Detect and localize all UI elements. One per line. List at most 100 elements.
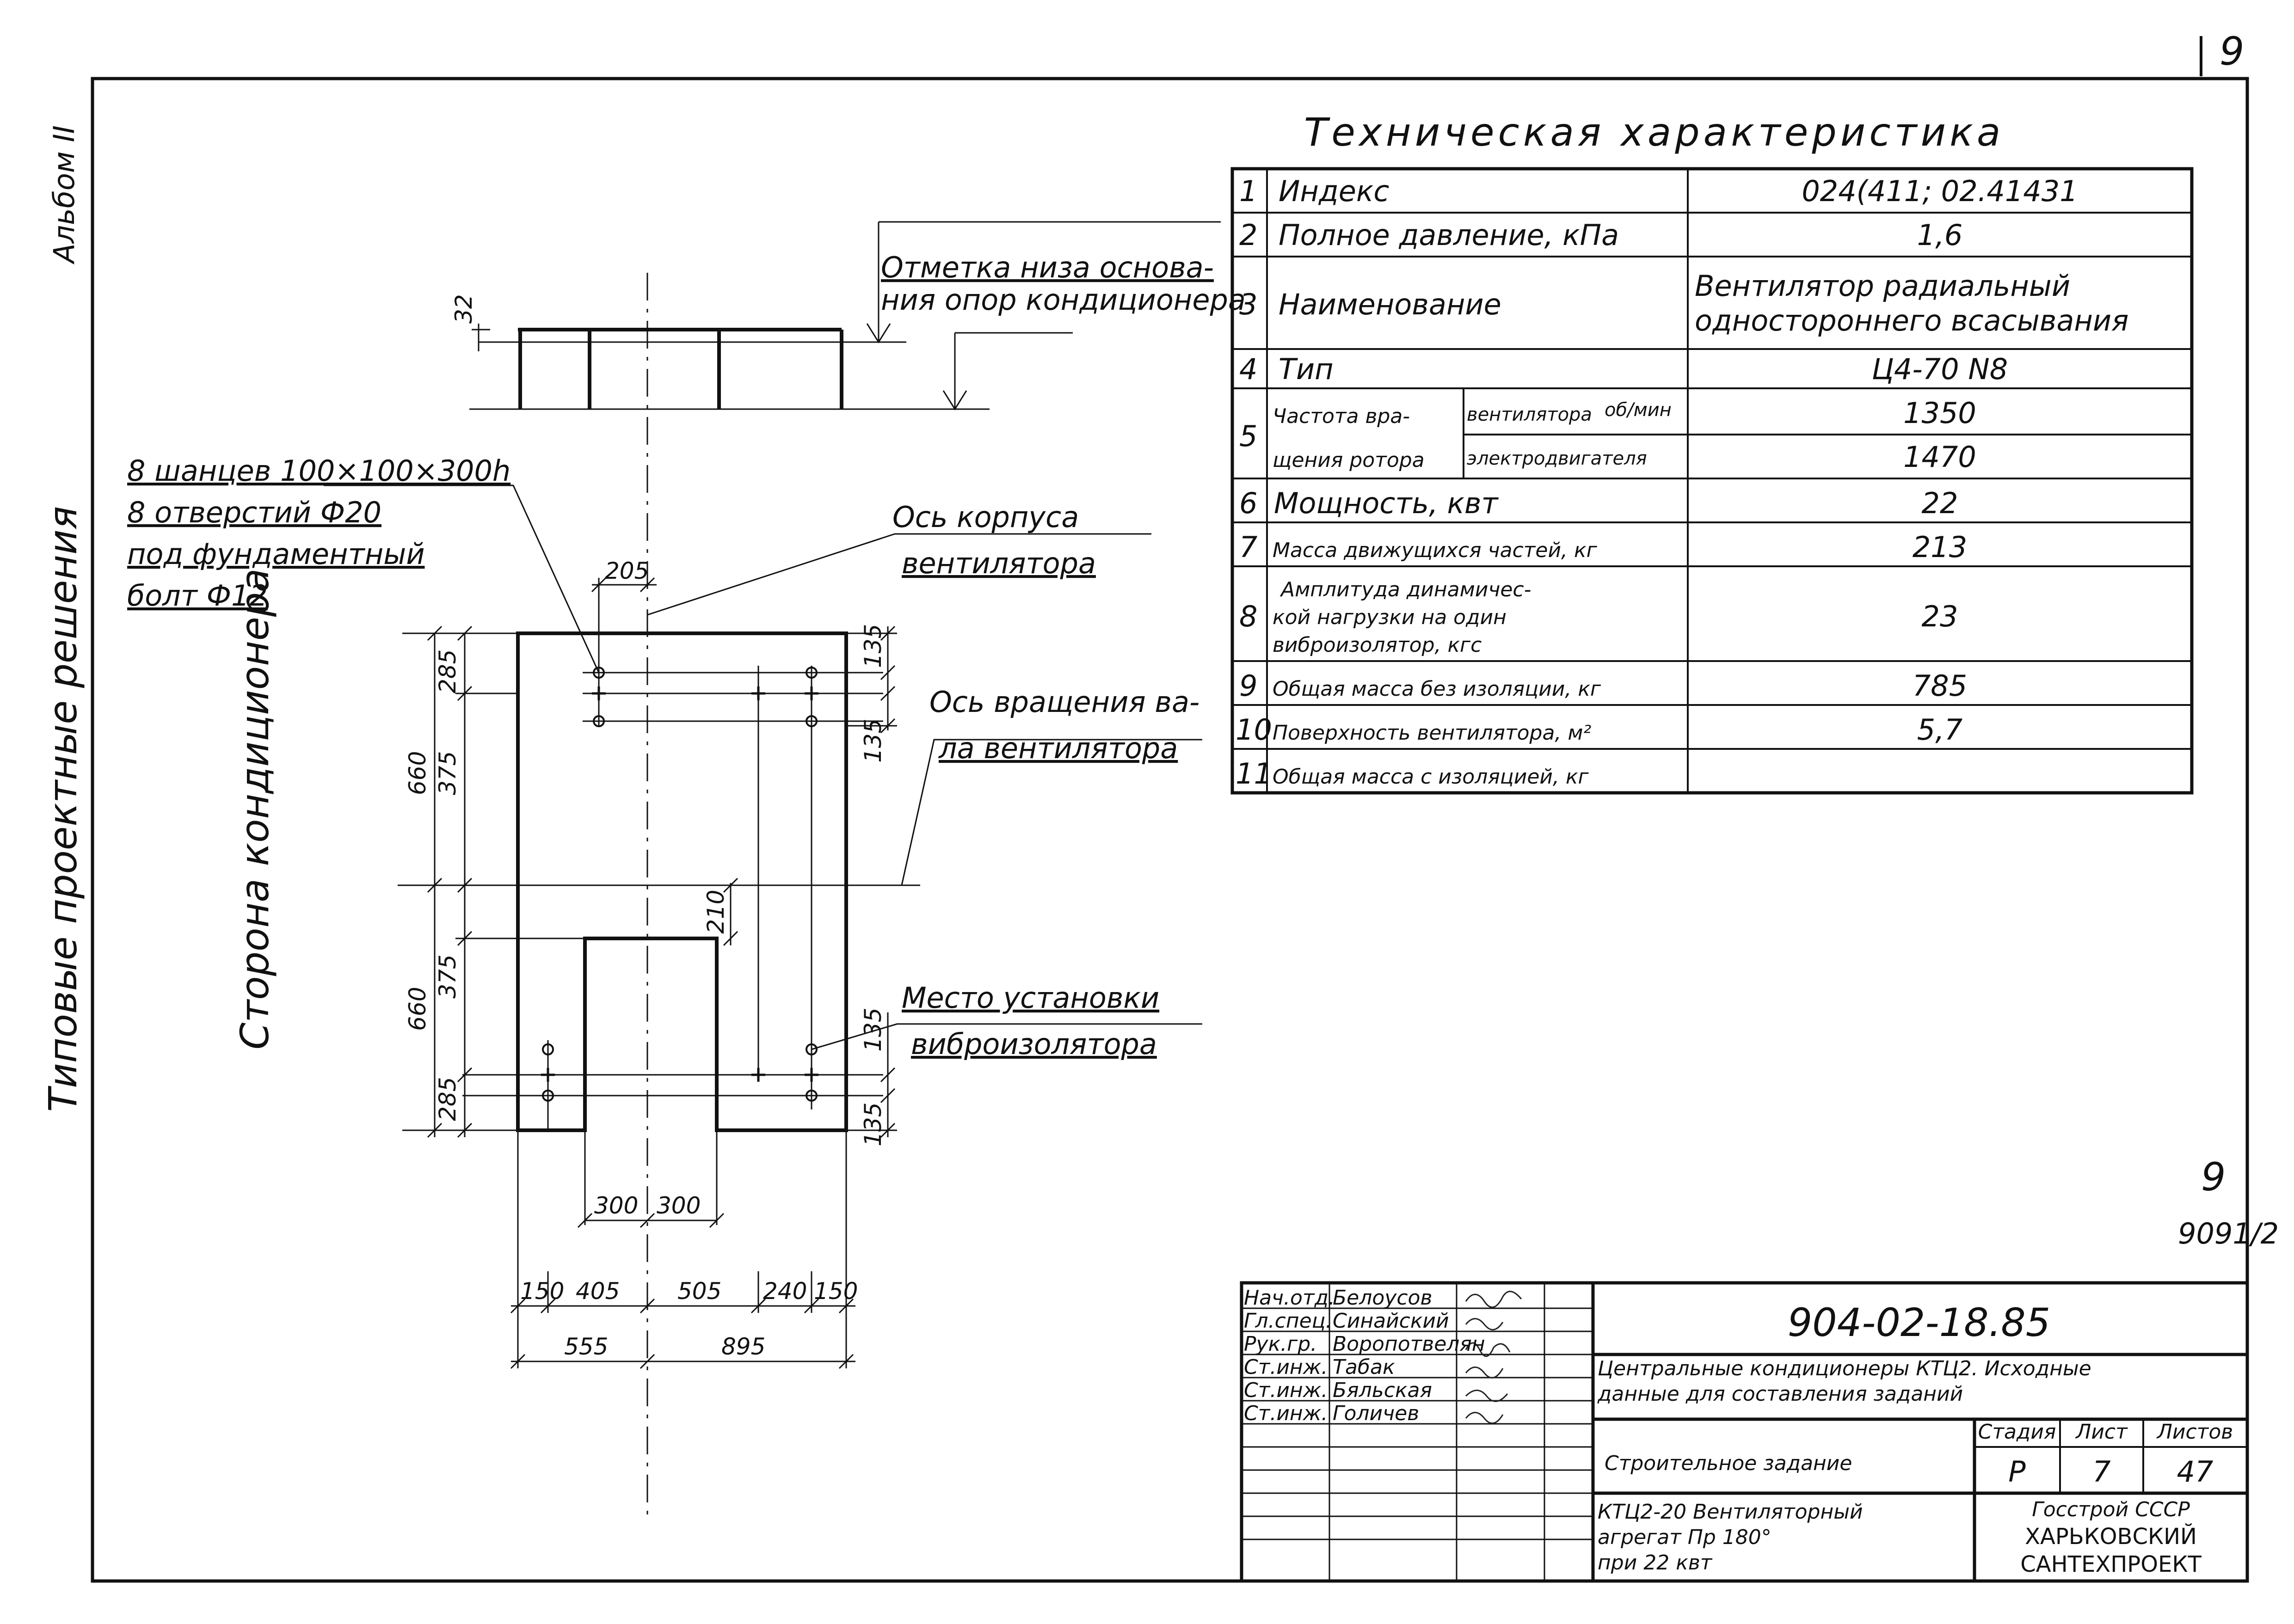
shaft-axis-label-2: ла вентилятора <box>938 731 1178 765</box>
anchors-callout: 8 шанцев 100×100×300h 8 отверстий Ф20 по… <box>127 454 510 613</box>
name-3: Воропотвелян <box>1333 1332 1485 1356</box>
role-5: Ст.инж. <box>1244 1379 1328 1402</box>
role-4: Ст.инж. <box>1244 1355 1328 1379</box>
sheet-value: 7 <box>2092 1455 2110 1489</box>
sheet-mark-9: 9 <box>2201 1154 2226 1200</box>
shaft-axis-label-1: Ось вращения ва- <box>929 685 1199 719</box>
dim-150-right: 150 <box>814 1278 858 1305</box>
dim-135-top-b: 135 <box>860 719 886 763</box>
title-block <box>1240 1281 2249 1583</box>
bottom-mark-label-1: Отметка низа основа- <box>881 251 1214 284</box>
spec-row-10-value: 5,7 <box>1917 713 1963 747</box>
anchors-label-1: 8 шанцев 100×100×300h <box>127 454 510 488</box>
dim-240: 240 <box>763 1278 807 1305</box>
dim-32: 32 <box>450 294 477 324</box>
spec-row-10-label: Поверхность вентилятора, м² <box>1273 721 1591 745</box>
dim-135-bottom-b: 135 <box>860 1103 886 1146</box>
spec-row-2-label: Полное давление, кПа <box>1279 218 1619 252</box>
spec-row-3-value-2: одностороннего всасывания <box>1695 304 2128 337</box>
role-3: Рук.гр. <box>1244 1332 1317 1356</box>
isolator-label-1: Место установки <box>902 981 1159 1015</box>
dim-660-bottom: 660 <box>404 987 431 1031</box>
dim-660-top: 660 <box>404 751 431 795</box>
spec-row-9-number: 9 <box>1239 669 1257 703</box>
role-1: Нач.отд. <box>1244 1286 1335 1310</box>
spec-row-2-number: 2 <box>1239 218 1257 252</box>
spec-row-5-sub-1: вентилятора <box>1467 404 1592 425</box>
dim-210: 210 <box>702 890 729 934</box>
name-5: Бяльская <box>1333 1379 1432 1402</box>
dim-285-top: 285 <box>434 650 461 693</box>
dim-555: 555 <box>564 1333 608 1360</box>
spec-row-6-label: Мощность, квт <box>1274 486 1499 520</box>
dim-300-left: 300 <box>594 1192 638 1219</box>
spec-row-2-value: 1,6 <box>1917 218 1963 252</box>
role-6: Ст.инж. <box>1244 1402 1328 1425</box>
dim-205: 205 <box>605 558 649 584</box>
spec-row-5-value-2: 1470 <box>1903 440 1976 474</box>
spec-row-4-number: 4 <box>1239 352 1257 386</box>
unit-line-2: агрегат Пр 180° <box>1598 1526 1771 1549</box>
isolator-label-2: виброизолятора <box>911 1027 1157 1061</box>
spec-row-5-number: 5 <box>1239 419 1257 453</box>
dim-375-bottom: 375 <box>434 955 461 999</box>
task-title: Строительное задание <box>1605 1452 1852 1475</box>
casing-axis-label-1: Ось корпуса <box>892 500 1079 534</box>
elevation-sketch <box>469 221 1221 411</box>
casing-axis-label-2: вентилятора <box>902 546 1096 580</box>
spec-row-11-label: Общая масса с изоляцией, кг <box>1273 765 1589 789</box>
plan-view <box>324 484 1202 1369</box>
spec-row-11-number: 11 <box>1236 757 1272 791</box>
spec-row-7-value: 213 <box>1913 530 1967 564</box>
bottom-mark-label-2: ния опор кондиционера <box>881 283 1246 317</box>
spec-row-8-label: Амплитуда динамичес- <box>1279 578 1531 601</box>
spec-row-3-label: Наименование <box>1279 288 1501 321</box>
stage-value: Р <box>2008 1455 2026 1489</box>
dim-300-right: 300 <box>657 1192 701 1219</box>
spec-row-1-label: Индекс <box>1279 174 1389 208</box>
signatures <box>1465 1291 1522 1424</box>
spec-row-6-value: 22 <box>1922 486 1958 520</box>
dim-405: 405 <box>576 1278 620 1305</box>
name-4: Табак <box>1333 1355 1395 1379</box>
description-2: данные для составления заданий <box>1597 1382 1963 1406</box>
spec-row-1-value: 024(411; 02.41431 <box>1802 174 2078 208</box>
description-1: Центральные кондиционеры КТЦ2. Исходные <box>1598 1357 2091 1380</box>
spec-row-10-number: 10 <box>1236 713 1272 747</box>
org-line-1: Госстрой СССР <box>2032 1498 2190 1521</box>
spec-row-7-number: 7 <box>1239 530 1257 564</box>
dim-150-left: 150 <box>520 1278 564 1305</box>
spec-row-8-label-3: виброизолятор, кгс <box>1273 633 1482 657</box>
unit-line-1: КТЦ2-20 Вентиляторный <box>1598 1500 1863 1524</box>
spec-row-5-sub-1-unit: об/мин <box>1605 399 1672 421</box>
spec-row-4-value: Ц4-70 N8 <box>1872 352 2008 386</box>
spec-row-9-value: 785 <box>1913 669 1967 703</box>
document-code: 904-02-18.85 <box>1788 1300 2050 1345</box>
sheet-mark-9091: 9091/2 <box>2178 1217 2279 1250</box>
dim-135-top-a: 135 <box>860 624 886 668</box>
sheets-label: Листов <box>2156 1420 2233 1444</box>
spec-table <box>1230 167 2194 795</box>
sheet-label: Лист <box>2075 1420 2128 1444</box>
spec-row-8-number: 8 <box>1239 600 1257 633</box>
org-line-2: ХАРЬКОВСКИЙ <box>2025 1523 2197 1550</box>
dim-135-bottom-a: 135 <box>860 1008 886 1052</box>
spec-title: Техническая характеристика <box>1304 110 2004 155</box>
spec-row-5-value: 1350 <box>1903 396 1976 430</box>
dim-505: 505 <box>677 1278 721 1305</box>
name-6: Голичев <box>1333 1402 1419 1425</box>
series-label: Типовые проектные решения <box>40 506 86 1112</box>
dim-285-bottom: 285 <box>434 1077 461 1121</box>
spec-row-4-label: Тип <box>1279 352 1334 386</box>
dim-895: 895 <box>721 1333 765 1360</box>
stage-label: Стадия <box>1978 1420 2056 1444</box>
spec-row-8-value: 23 <box>1922 600 1958 633</box>
page-number: 9 <box>2220 29 2244 74</box>
album-label: Альбом II <box>47 125 81 265</box>
spec-row-3-value: Вентилятор радиальный <box>1695 269 2070 303</box>
spec-row-7-label: Масса движущихся частей, кг <box>1273 539 1598 562</box>
org-line-3: САНТЕХПРОЕКТ <box>2020 1551 2202 1577</box>
spec-row-8-label-2: кой нагрузки на один <box>1273 606 1507 629</box>
